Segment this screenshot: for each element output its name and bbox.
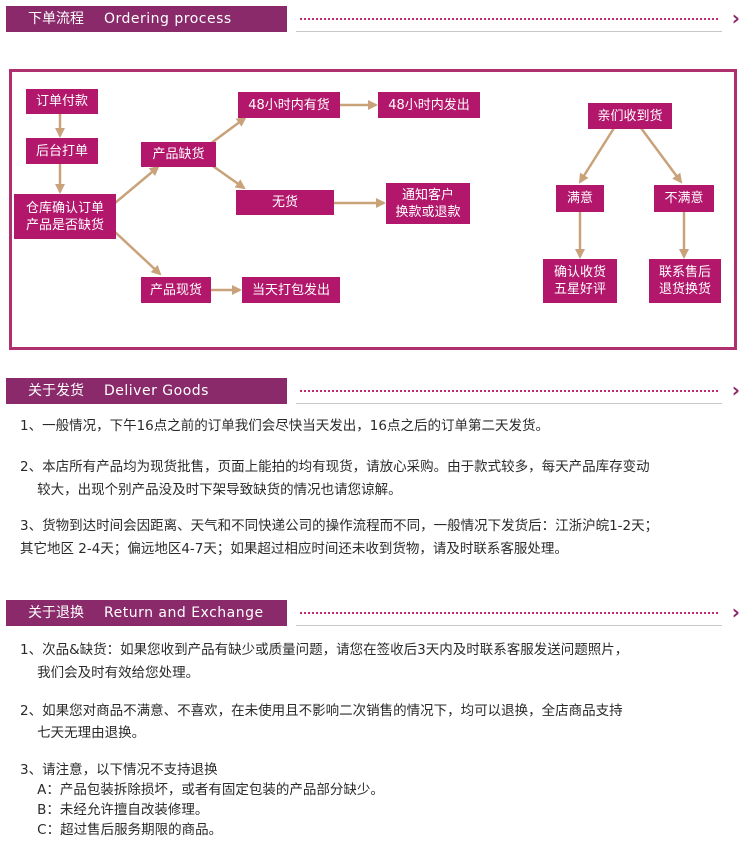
deliver-paragraph-3-line-2: 其它地区 2-4天；偏远地区4-7天；如果超过相应时间还未收到货物，请及时联系客… [20,541,568,557]
chevron-right-icon: › [731,6,740,30]
deliver-header-zh: 关于发货 [28,383,84,399]
node-notify-customer: 通知客户 换款或退款 [386,183,470,224]
return-paragraph-1-line-2: 我们会及时有效给您处理。 [20,665,200,681]
node-after-sales: 联系售后 退货换货 [649,259,721,303]
ordering-header-tab: 下单流程 Ordering process [6,6,287,32]
arrow-warehouse-to-instock [114,231,162,276]
header-underline [296,600,722,626]
return-condition-a: A：产品包装拆除损坏，或者有固定包装的产品部分缺少。 [20,782,384,798]
node-received: 亲们收到货 [588,103,672,129]
ordering-header-zh: 下单流程 [28,11,84,27]
chevron-right-icon: › [731,378,740,402]
deliver-paragraph-2-line-1: 2、本店所有产品均为现货批售，页面上能拍的均有现货，请放心采购。由于款式较多，每… [20,459,650,475]
deliver-paragraph-2-line-2: 较大，出现个别产品没及时下架导致缺货的情况也请您谅解。 [20,482,402,498]
ordering-flowchart [9,69,737,350]
return-header-en: Return and Exchange [104,605,264,621]
header-underline [296,6,722,32]
node-satisfied: 满意 [556,185,604,212]
arrow-received-to-unsatisfied [639,127,683,184]
arrow-received-to-satisfied [578,127,616,184]
header-dotted-line [300,390,718,392]
deliver-header-tab: 关于发货 Deliver Goods [6,378,287,404]
node-order-payment: 订单付款 [26,89,98,114]
node-in-stock: 产品现货 [141,277,211,303]
header-dotted-line [300,612,718,614]
node-no-stock: 无货 [236,190,334,215]
return-condition-c: C：超过售后服务期限的商品。 [20,822,223,838]
node-in-stock-48h: 48小时内有货 [238,92,340,118]
node-ship-same-day: 当天打包发出 [242,277,340,303]
node-ship-48h: 48小时内发出 [378,92,480,118]
node-unsatisfied: 不满意 [654,185,714,212]
return-section-header: 关于退换 Return and Exchange › [6,600,744,626]
return-header-tab: 关于退换 Return and Exchange [6,600,287,626]
return-paragraph-3-heading: 3、请注意，以下情况不支持退换 [20,762,218,778]
deliver-paragraph-3-line-1: 3、货物到达时间会因距离、天气和不同快递公司的操作流程而不同，一般情况下发货后：… [20,518,659,534]
node-out-of-stock: 产品缺货 [141,142,216,167]
deliver-paragraph-1: 1、一般情况，下午16点之前的订单我们会尽快当天发出，16点之后的订单第二天发货… [20,418,549,434]
arrow-outofstock-to-48h [209,116,247,146]
deliver-header-en: Deliver Goods [104,383,209,399]
deliver-section-header: 关于发货 Deliver Goods › [6,378,744,404]
return-paragraph-2-line-2: 七天无理由退换。 [20,725,146,741]
return-paragraph-2-line-1: 2、如果您对商品不满意、不喜欢，在未使用且不影响二次销售的情况下，均可以退换，全… [20,703,623,719]
return-condition-b: B：未经允许擅自改装修理。 [20,802,209,818]
chevron-right-icon: › [731,600,740,624]
arrow-warehouse-to-outofstock [114,165,160,204]
node-backend-print: 后台打单 [26,138,98,164]
header-underline [296,378,722,404]
return-header-zh: 关于退换 [28,605,84,621]
arrow-outofstock-to-nostock [209,162,246,190]
node-warehouse-check: 仓库确认订单 产品是否缺货 [14,194,116,239]
ordering-section-header: 下单流程 Ordering process › [6,6,744,32]
ordering-header-en: Ordering process [104,11,232,27]
return-paragraph-1-line-1: 1、次品&缺货：如果您收到产品有缺少或质量问题，请您在签收后3天内及时联系客服发… [20,642,629,658]
header-dotted-line [300,18,718,20]
node-confirm-review: 确认收货 五星好评 [543,259,617,303]
